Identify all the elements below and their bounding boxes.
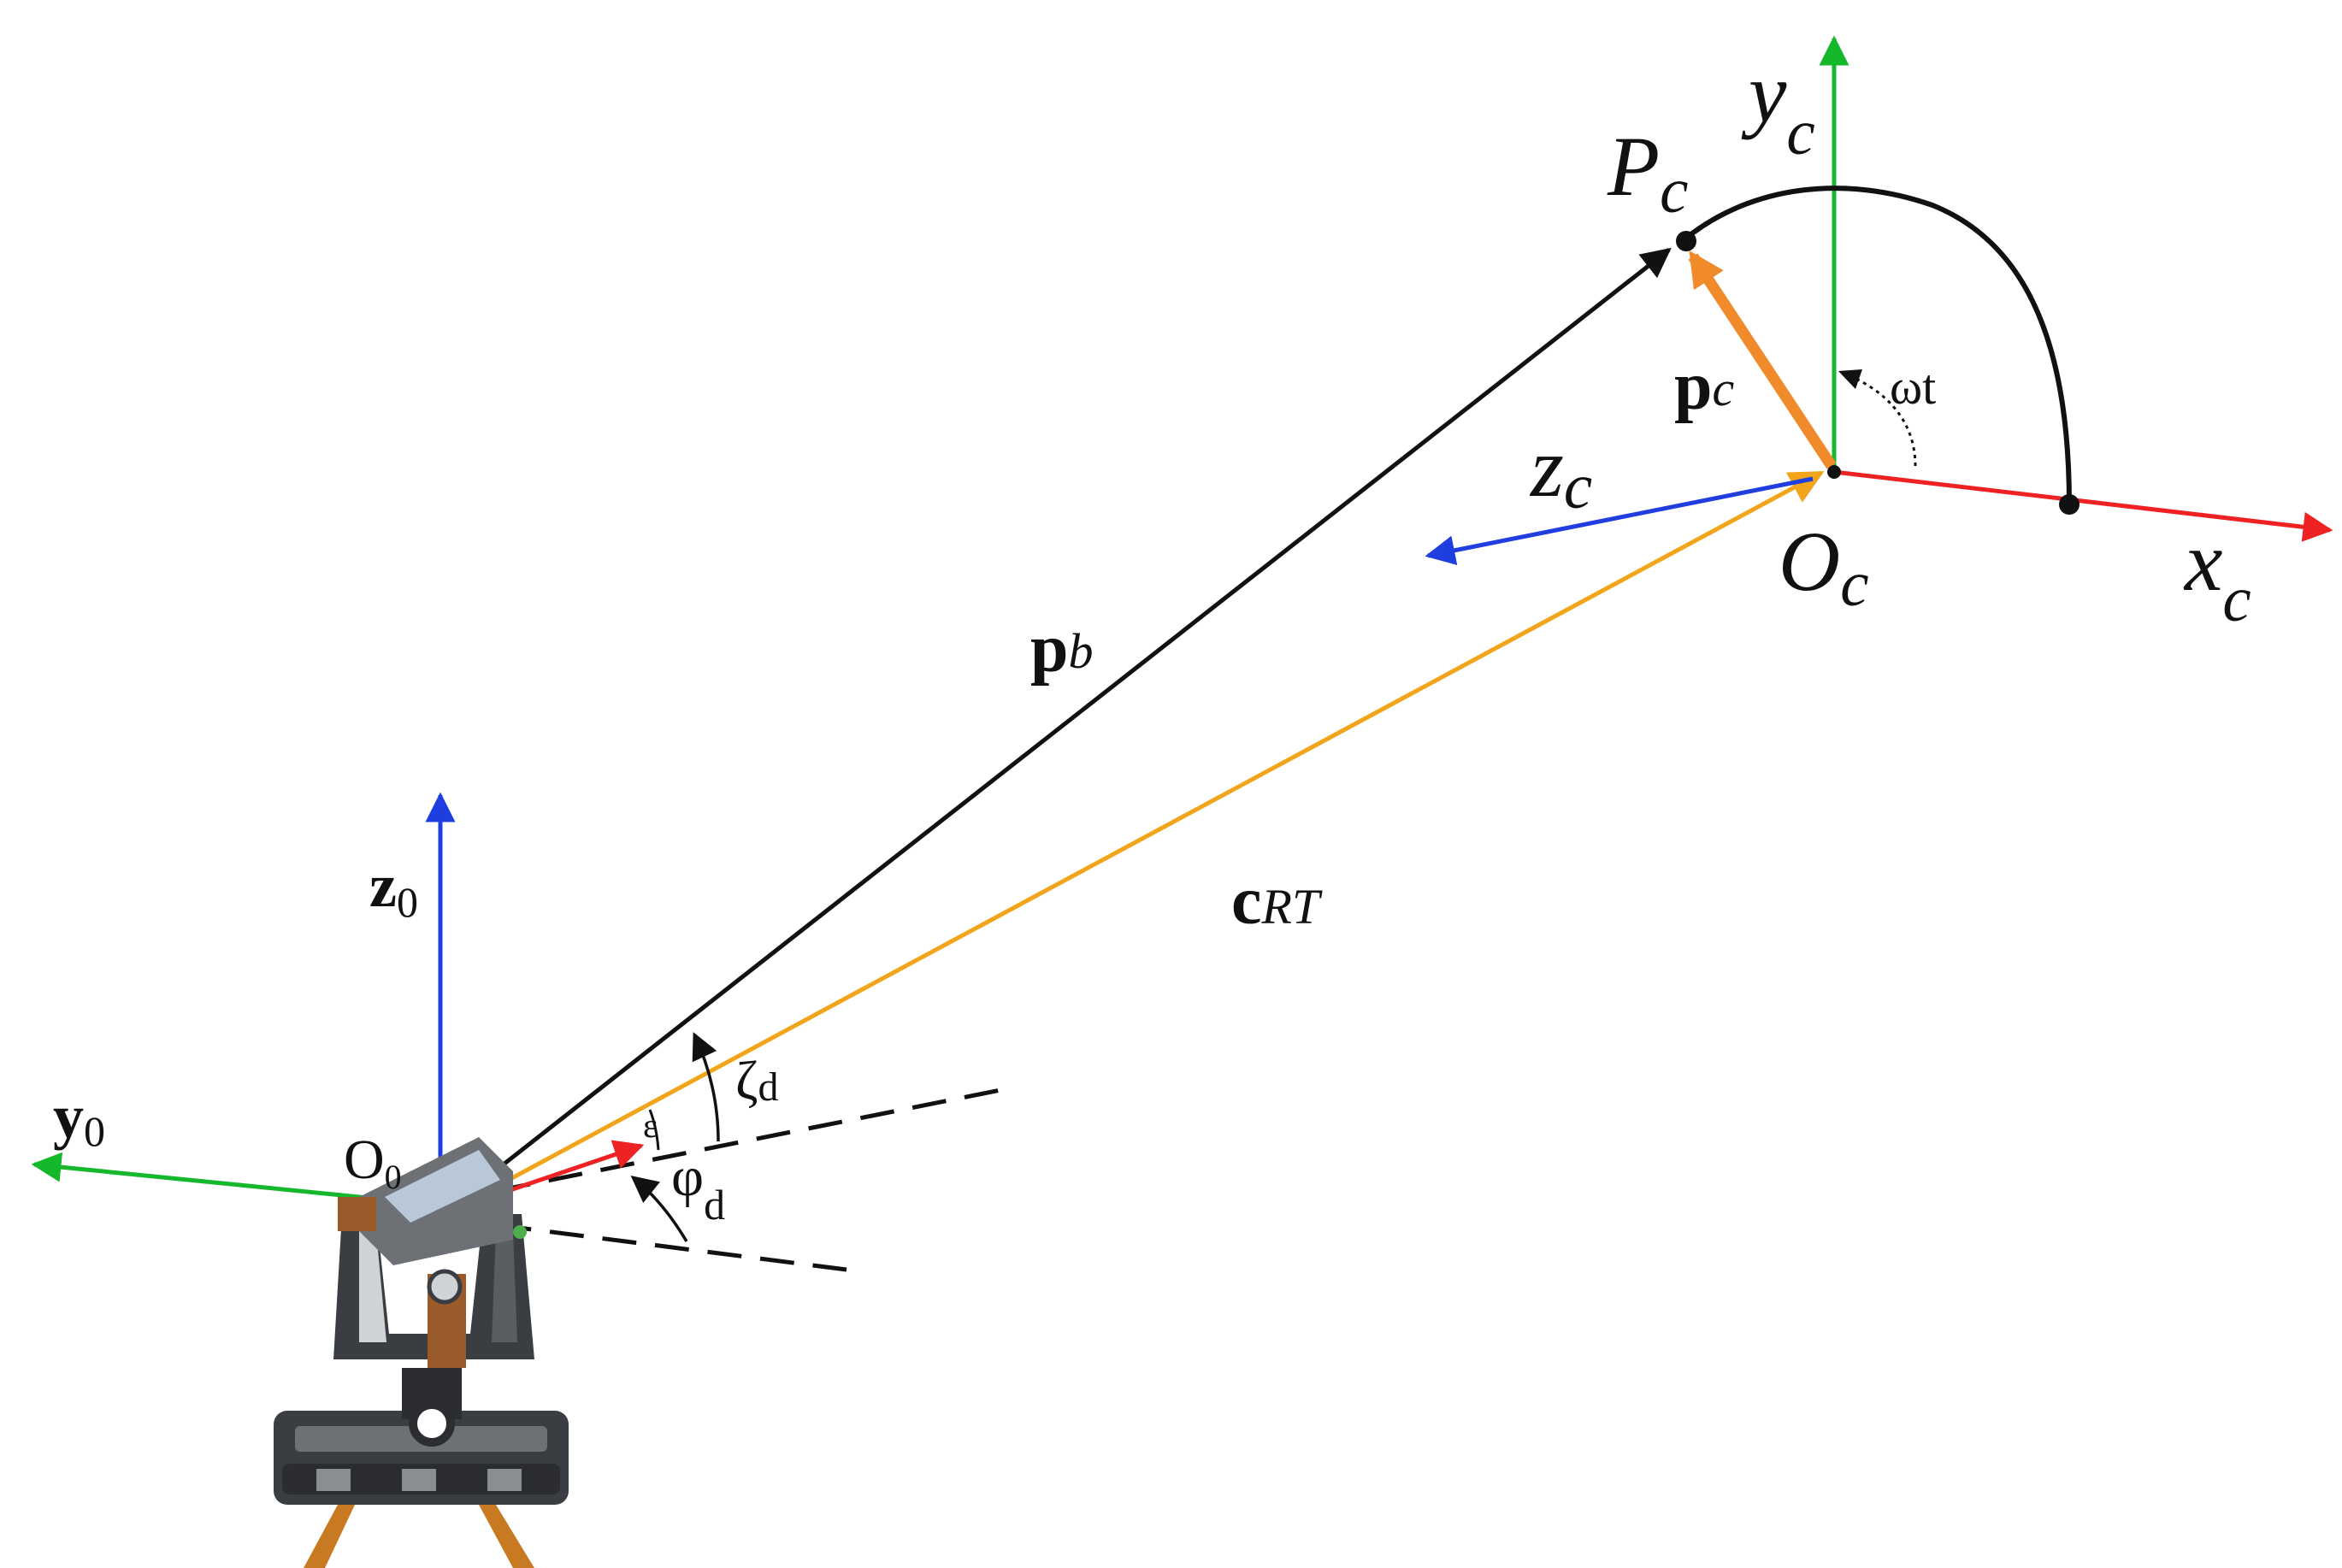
svg-text:pb: pb (1030, 611, 1094, 687)
total-station-device (274, 1137, 569, 1568)
svg-text:Oc: Oc (1779, 514, 1869, 620)
point-oc (1827, 465, 1841, 479)
label-zeta-sub: d (758, 1064, 779, 1110)
label-y0-main: y (53, 1082, 84, 1151)
circular-trajectory (1683, 186, 2072, 505)
dashed-reference-line-upper (444, 1088, 1001, 1204)
small-angle-arc (648, 1109, 660, 1151)
label-y0-sub: 0 (84, 1107, 105, 1155)
label-pc-vector-main: p (1674, 349, 1713, 424)
svg-text:yc: yc (1741, 45, 1815, 168)
label-oc-sub: c (1840, 549, 1868, 620)
crt-vector (451, 470, 1825, 1212)
label-o0-sub: 0 (385, 1158, 402, 1196)
label-xc-sub: c (2222, 564, 2251, 635)
phi-angle-arc (630, 1176, 688, 1242)
svg-text:xc: xc (2183, 514, 2251, 635)
label-crt-sub: RT (1261, 879, 1323, 934)
point-pc (1676, 231, 1696, 251)
label-pc-sub: c (1660, 156, 1688, 227)
xc-axis (1833, 469, 2333, 542)
label-zc-sub: c (1564, 451, 1592, 522)
label-zc-main: z (1529, 420, 1564, 515)
omega-t-arrowhead (1838, 369, 1862, 389)
zeta-angle-arc (692, 1032, 720, 1142)
label-z0-main: z (369, 852, 397, 920)
omega-t-angle-arc (1850, 374, 1917, 467)
label-small-angle: ε (643, 1106, 658, 1145)
pb-vector (447, 247, 1672, 1209)
svg-text:zc: zc (1529, 420, 1592, 522)
svg-text:y0: y0 (53, 1082, 105, 1155)
svg-text:Pc: Pc (1607, 119, 1688, 227)
label-phi-sub: d (704, 1181, 725, 1229)
svg-text:O0: O0 (344, 1129, 402, 1196)
label-pb-sub: b (1069, 623, 1094, 679)
label-phi-main: φ (671, 1146, 704, 1208)
label-yc-main: y (1741, 45, 1787, 140)
svg-text:φd: φd (671, 1146, 725, 1229)
label-crt-main: c (1231, 864, 1262, 939)
svg-text:cRT: cRT (1231, 864, 1323, 939)
point-xc-end (2059, 494, 2079, 515)
svg-text:pc: pc (1674, 349, 1735, 424)
label-pb-main: p (1030, 611, 1069, 687)
label-omega-t: ωt (1890, 359, 1936, 415)
label-pc-main: P (1607, 119, 1660, 214)
label-o0-main: O (344, 1129, 385, 1191)
zc-axis (1425, 476, 1814, 565)
pc-vector (1688, 251, 1837, 469)
label-zeta-main: ζ (735, 1050, 758, 1111)
svg-text:z0: z0 (369, 852, 418, 926)
label-xc-main: x (2183, 514, 2222, 609)
label-oc-main: O (1779, 514, 1840, 609)
label-z0-sub: 0 (397, 878, 418, 926)
label-pc-vector-sub: c (1713, 361, 1735, 416)
label-yc-sub: c (1786, 97, 1814, 168)
svg-text:ζd: ζd (735, 1050, 779, 1111)
